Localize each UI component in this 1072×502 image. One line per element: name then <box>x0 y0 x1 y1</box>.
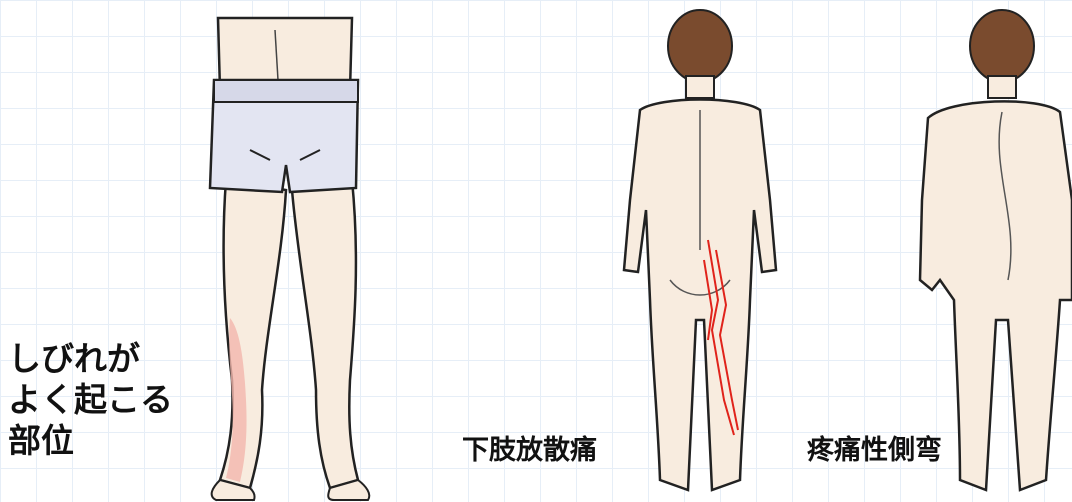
right-leg <box>292 180 358 488</box>
numbness-label-line3: 部位 <box>8 420 173 461</box>
head <box>668 10 732 82</box>
back-view-radiating-figure <box>600 0 800 502</box>
painful-scoliosis-label: 疼痛性側弯 <box>807 428 942 467</box>
head <box>970 10 1034 82</box>
radiating-pain-label: 下肢放散痛 <box>462 428 597 467</box>
numbness-area-label: しびれが よく起こる 部位 <box>8 338 173 461</box>
numbness-label-line1: しびれが <box>8 338 173 379</box>
body <box>920 101 1072 490</box>
numbness-label-line2: よく起こる <box>8 379 173 420</box>
waistband <box>214 80 358 102</box>
back-view-scoliosis-figure <box>910 0 1072 502</box>
front-view-figure <box>190 0 390 502</box>
